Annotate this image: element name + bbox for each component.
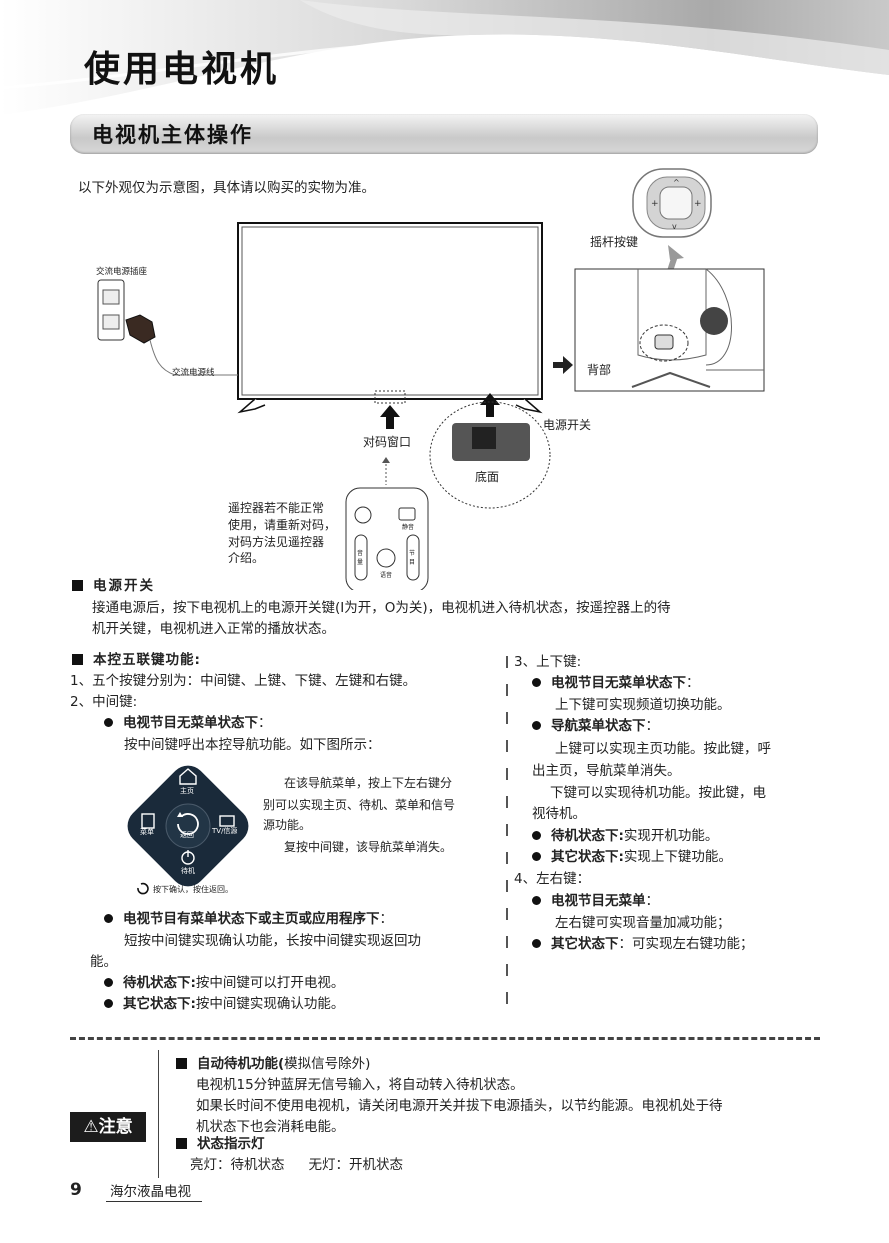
nav-desc-2: 别可以实现主页、待机、菜单和信号 (263, 798, 456, 812)
left-bullet-2-text-2: 能。 (90, 954, 117, 970)
svg-text:^: ^ (673, 178, 680, 187)
right-bullet-3: 待机状态下:实现开机功能。 (532, 826, 718, 847)
left-bullet-4: 其它状态下:按中间键实现确认功能。 (104, 994, 344, 1015)
column-separator (506, 964, 508, 976)
notice-text-2: 如果长时间不使用电视机，请关闭电源开关并拔下电源插头，以节约能源。电视机处于待 (196, 1098, 723, 1114)
page-number: 9 (70, 1180, 82, 1200)
nav-desc-3: 源功能。 (263, 818, 312, 832)
section-bar (70, 114, 818, 154)
bottom-label: 底面 (475, 470, 500, 484)
notice-badge: ⚠注意 (70, 1112, 146, 1142)
remote-note-2: 使用，请重新对码， (228, 518, 337, 532)
nav-standby-label: 待机 (181, 867, 195, 875)
right-bullet-1-text: 上下键可实现频道切换功能。 (555, 697, 731, 713)
right-bullet-4: 其它状态下:实现上下键功能。 (532, 847, 732, 868)
power-switch-label: 电源开关 (543, 418, 592, 432)
keys-item-3: 3、上下键: (514, 654, 582, 670)
column-separator (506, 684, 508, 696)
nav-home-label: 主页 (180, 787, 194, 795)
keys-item-1: 1、五个按键分别为：中间键、上键、下键、左键和右键。 (70, 673, 417, 689)
notice-text-1: 电视机15分钟蓝屏无信号输入，将自动转入待机状态。 (196, 1077, 524, 1093)
footer-brand: 海尔液晶电视 (110, 1184, 191, 1200)
remote-voice-label: 语音 (380, 572, 393, 579)
notice-text-3: 机状态下也会消耗电能。 (196, 1119, 345, 1135)
column-separator (506, 880, 508, 892)
left-bullet-1-text: 按中间键呼出本控导航功能。如下图所示： (124, 737, 381, 753)
keys-item-4: 4、左右键： (514, 871, 591, 887)
outlet-label: 交流电源插座 (96, 267, 148, 277)
intro-text: 以下外观仅为示意图，具体请以购买的实物为准。 (78, 180, 375, 196)
nav-source-label: TV/信源 (212, 827, 238, 835)
column-separator (506, 992, 508, 1004)
left-bullet-3: 待机状态下:按中间键可以打开电视。 (104, 973, 344, 994)
column-separator (506, 796, 508, 808)
svg-text:+: + (694, 199, 702, 209)
right-bullet-2-text-2: 出主页，导航菜单消失。 (532, 763, 681, 779)
right-bullet-2-text-1: 上键可以实现主页功能。按此键，呼 (555, 741, 771, 757)
section-title: 电视机主体操作 (92, 123, 253, 147)
nav-hint: 按下确认，按住返回。 (153, 885, 233, 894)
remote-note-3: 对码方法见遥控器 (228, 535, 325, 549)
right-bullet-5-text: 左右键可实现音量加减功能； (555, 915, 731, 931)
right-bullet-2: 导航菜单状态下： (532, 716, 659, 737)
joystick-icon: + + ^ v (632, 168, 712, 238)
nav-menu-illustration (127, 765, 249, 895)
column-separator (506, 656, 508, 668)
left-bullet-2: 电视节目有菜单状态下或主页或应用程序下： (104, 909, 393, 930)
left-bullet-1: 电视节目无菜单状态下： (104, 713, 272, 734)
power-heading: 电源开关 (72, 576, 155, 597)
ir-window-label: 对码窗口 (363, 435, 412, 449)
back-label: 背部 (587, 363, 612, 377)
remote-note-1: 遥控器若不能正常 (228, 501, 325, 515)
svg-text:+: + (651, 199, 659, 209)
column-separator (506, 768, 508, 780)
right-bullet-1: 电视节目无菜单状态下： (532, 673, 700, 694)
notice-heading-2: 状态指示灯 (176, 1134, 265, 1155)
notice-text-4: 亮灯：待机状态无灯：开机状态 (190, 1157, 403, 1173)
footer-underline (106, 1201, 202, 1202)
column-separator (506, 824, 508, 836)
remote-ch-label: 节目 (409, 550, 416, 566)
notice-vertical-line (158, 1050, 159, 1178)
column-separator (506, 712, 508, 724)
column-separator (506, 740, 508, 752)
cord-label: 交流电源线 (172, 368, 215, 378)
joystick-label: 摇杆按键 (590, 235, 639, 249)
nav-desc-1: 在该导航菜单，按上下左右键分 (284, 776, 453, 790)
nav-menu-label: 菜单 (140, 828, 154, 836)
power-text-1: 接通电源后，按下电视机上的电源开关键(I为开，O为关)，电视机进入待机状态，按遥… (92, 600, 671, 616)
right-bullet-6: 其它状态下：可实现左右键功能； (532, 934, 754, 955)
nav-desc-4: 复按中间键，该导航菜单消失。 (284, 840, 453, 854)
column-separator (506, 852, 508, 864)
remote-vol-label: 音量 (357, 550, 364, 566)
power-text-2: 机开关键，电视机进入正常的播放状态。 (92, 621, 335, 637)
warning-icon: ⚠ (83, 1117, 99, 1137)
keys-heading: 本控五联键功能: (72, 650, 201, 671)
notice-divider (70, 1037, 820, 1040)
right-bullet-5: 电视节目无菜单： (532, 891, 659, 912)
right-bullet-2-text-4: 视待机。 (532, 806, 586, 822)
notice-heading-1: 自动待机功能(模拟信号除外) (176, 1054, 370, 1075)
column-separator (506, 936, 508, 948)
svg-text:v: v (672, 222, 677, 231)
column-separator (506, 908, 508, 920)
nav-back-label: 返回 (180, 831, 194, 839)
left-bullet-2-text-1: 短按中间键实现确认功能，长按中间键实现返回功 (124, 933, 421, 949)
tv-diagram: + + ^ v (97, 168, 765, 590)
header-swoosh (0, 0, 889, 115)
right-bullet-2-text-3: 下键可以实现待机功能。按此键，电 (550, 785, 766, 801)
remote-mute-label: 静音 (402, 524, 415, 531)
keys-item-2: 2、中间键: (70, 694, 138, 710)
page-title: 使用电视机 (84, 49, 280, 90)
remote-note-4: 介绍。 (228, 551, 265, 565)
